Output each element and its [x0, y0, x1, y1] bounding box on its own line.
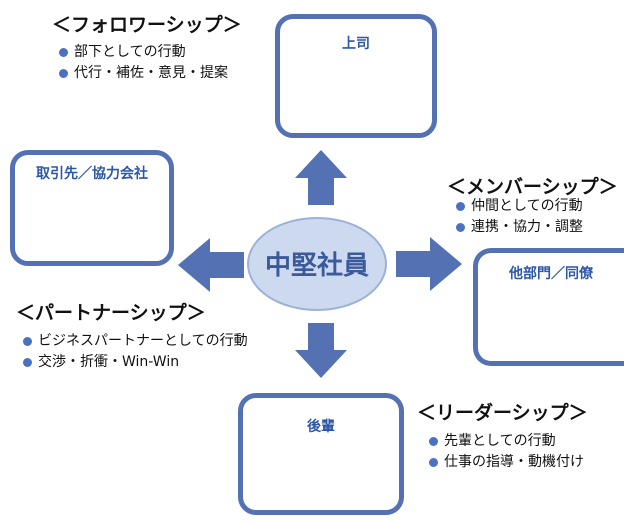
- leadership-title: ＜リーダーシップ＞: [417, 402, 588, 424]
- list-item: 仲間としての行動: [455, 196, 583, 217]
- bullet-icon: [456, 202, 465, 211]
- bullet-icon: [456, 223, 465, 232]
- membership-list: 仲間としての行動 連携・協力・調整: [455, 196, 583, 238]
- bullet-icon: [59, 48, 68, 57]
- bullet-icon: [429, 437, 438, 446]
- node-peer-label: 他部門／同僚: [509, 266, 593, 282]
- node-partner-label: 取引先／協力会社: [36, 166, 148, 182]
- node-boss: 上司: [275, 14, 437, 138]
- center-node: 中堅社員: [247, 217, 387, 311]
- bullet-icon: [23, 337, 32, 346]
- list-item: 交渉・折衝・Win-Win: [22, 352, 248, 373]
- arrow-left: [178, 238, 244, 292]
- list-item: 先輩としての行動: [428, 431, 584, 452]
- center-label: 中堅社員: [264, 251, 369, 281]
- list-item: ビジネスパートナーとしての行動: [22, 331, 248, 352]
- bullet-icon: [59, 69, 68, 78]
- leadership-list: 先輩としての行動 仕事の指導・動機付け: [428, 431, 584, 473]
- list-item: 連携・協力・調整: [455, 217, 583, 238]
- arrow-right: [396, 237, 462, 291]
- node-boss-label: 上司: [342, 36, 370, 52]
- arrow-down: [295, 323, 347, 378]
- node-peer: 他部門／同僚: [473, 248, 624, 366]
- followership-title: ＜フォロワーシップ＞: [52, 14, 242, 36]
- node-junior-label: 後輩: [307, 419, 335, 435]
- list-item: 部下としての行動: [58, 42, 228, 63]
- list-item: 仕事の指導・動機付け: [428, 452, 584, 473]
- partnership-list: ビジネスパートナーとしての行動 交渉・折衝・Win-Win: [22, 331, 248, 373]
- membership-title: ＜メンバーシップ＞: [447, 176, 618, 198]
- followership-list: 部下としての行動 代行・補佐・意見・提案: [58, 42, 228, 84]
- node-partner: 取引先／協力会社: [10, 150, 174, 266]
- partnership-title: ＜パートナーシップ＞: [16, 302, 206, 324]
- arrow-up: [295, 150, 347, 205]
- bullet-icon: [23, 358, 32, 367]
- node-junior: 後輩: [238, 393, 404, 515]
- list-item: 代行・補佐・意見・提案: [58, 63, 228, 84]
- bullet-icon: [429, 458, 438, 467]
